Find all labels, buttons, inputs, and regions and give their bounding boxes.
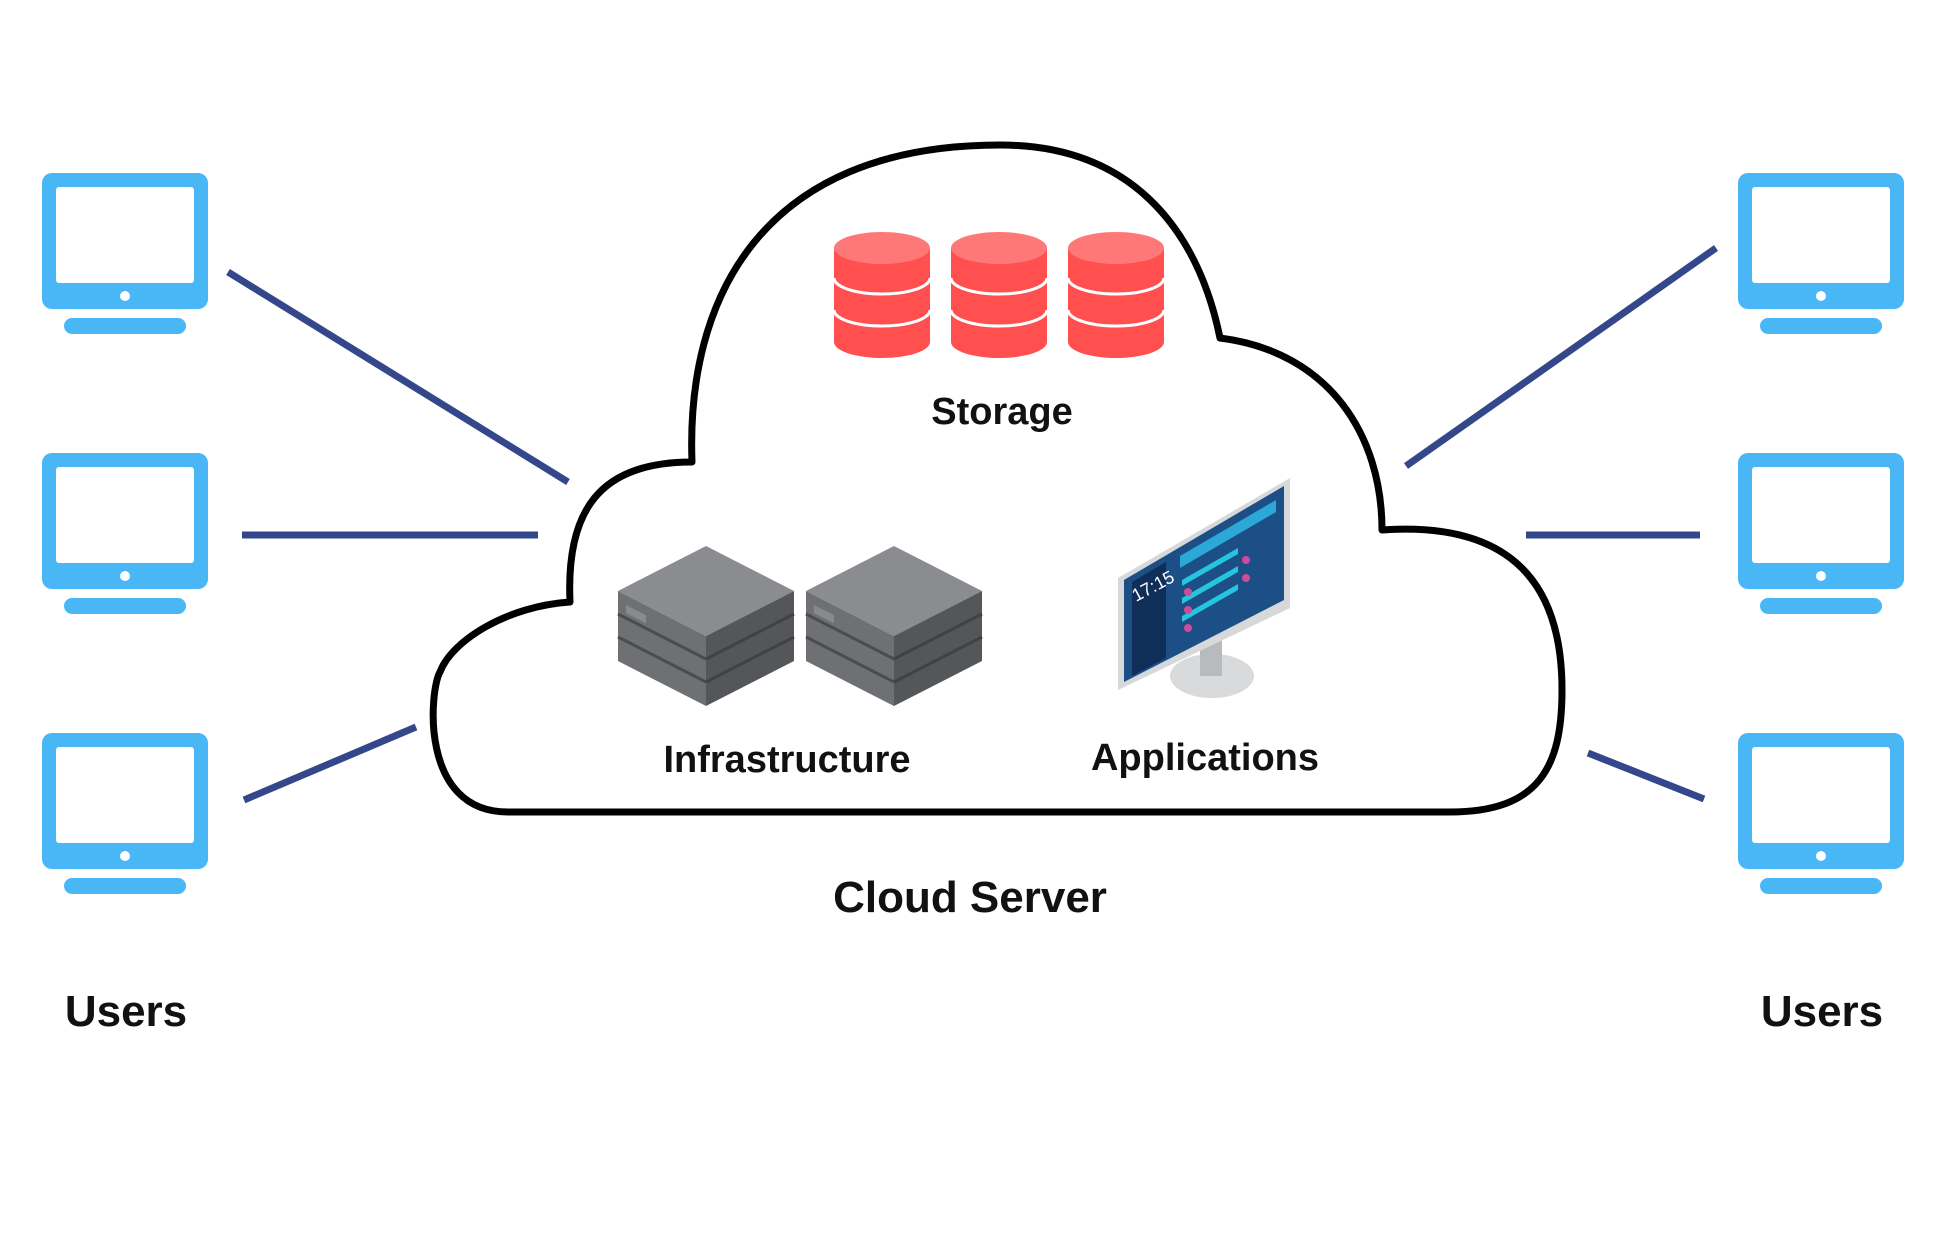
infrastructure-label: Infrastructure	[663, 739, 910, 781]
connector-left-top	[226, 269, 570, 485]
users-right-label: Users	[1761, 987, 1883, 1036]
user-monitor-icon	[1738, 453, 1904, 614]
connector-lines	[226, 245, 1719, 804]
user-monitor-icon	[42, 733, 208, 894]
user-monitor-icon	[1738, 733, 1904, 894]
application-monitor-icon: 17:15	[1118, 478, 1290, 698]
connector-left-bottom	[242, 723, 418, 804]
user-monitor-icon	[42, 453, 208, 614]
users-left-label: Users	[65, 987, 187, 1036]
connector-right-bottom	[1586, 749, 1706, 803]
users-left-group	[42, 173, 208, 894]
applications-label: Applications	[1091, 737, 1319, 779]
connector-right-top	[1403, 245, 1719, 469]
cloud-server-label: Cloud Server	[833, 873, 1107, 922]
user-monitor-icon	[1738, 173, 1904, 334]
user-monitor-icon	[42, 173, 208, 334]
storage-label: Storage	[931, 391, 1072, 433]
storage-icon	[832, 230, 1166, 360]
users-right-group	[1738, 173, 1904, 894]
